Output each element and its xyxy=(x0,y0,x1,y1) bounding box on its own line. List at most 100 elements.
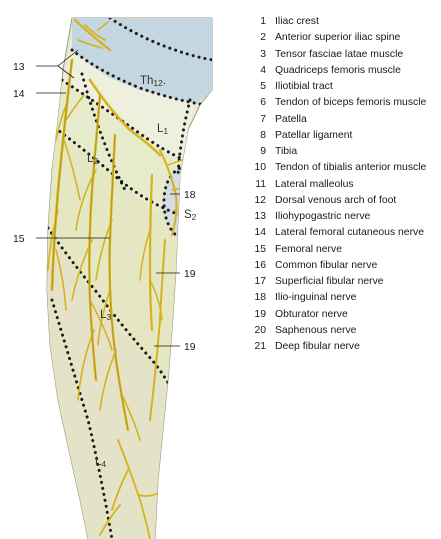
legend-item: 21 Deep fibular nerve xyxy=(247,339,437,355)
legend-text: Obturator nerve xyxy=(275,308,348,320)
nerve-lower-branches xyxy=(99,439,161,539)
legend-text: Superficial fibular nerve xyxy=(275,276,384,287)
boundary-medial xyxy=(176,98,192,177)
legend-text: Saphenous nerve xyxy=(275,324,357,336)
boundary-s2 xyxy=(162,164,187,242)
legend-item: 5 Iliotibial tract xyxy=(247,79,437,95)
legend-text: Ilio-inguinal nerve xyxy=(275,292,357,304)
legend-number: 20 xyxy=(254,324,266,336)
legend-item: 12 Dorsal venous arch of foot xyxy=(247,193,437,209)
legend-number: 8 xyxy=(260,129,266,141)
pointer-13-line-b xyxy=(57,65,75,79)
nerve-obturator-branches xyxy=(139,229,163,321)
legend-text: Iliotibial tract xyxy=(275,81,333,92)
legend-item: 9 Tibia xyxy=(247,144,437,160)
legend-text: Tendon of biceps femoris muscle xyxy=(275,97,427,109)
pointer-lines xyxy=(36,49,180,347)
nerve-obturator xyxy=(148,173,154,332)
nerve-iliohypogastric xyxy=(73,18,112,52)
legend-text: Tensor fasciae latae muscle xyxy=(275,48,404,60)
dermatome-s2-label: S2 xyxy=(184,209,197,222)
legend-item: 1 Iliac crest xyxy=(247,14,437,30)
legend-item: 13 Iliohypogastric nerve xyxy=(247,209,437,225)
legend-number: 7 xyxy=(260,113,266,125)
legend-item: 18 Ilio-inguinal nerve xyxy=(247,290,437,306)
legend-item: 2 Anterior superior iliac spine xyxy=(247,30,437,46)
dermatome-l4-label: L4 xyxy=(95,456,106,469)
boundary-vertical-left xyxy=(80,72,127,192)
legend-number: 14 xyxy=(254,227,266,239)
legend-number: 16 xyxy=(254,259,266,271)
dermatome-l3-zone xyxy=(48,130,180,380)
legend-number: 13 xyxy=(254,211,266,222)
nerve-outline-intermediate xyxy=(109,134,129,431)
pointer-13-label: 13 xyxy=(13,62,25,73)
legend-text: Iliac crest xyxy=(275,16,319,27)
dermatome-th12-zone xyxy=(72,18,212,104)
legend-item: 6 Tendon of biceps femoris muscle xyxy=(247,95,437,111)
nerve-femoral-branches xyxy=(71,169,113,401)
dermatome-l4-zone xyxy=(47,230,168,539)
pointer-19b-label: 19 xyxy=(184,342,196,353)
boundary-l3-l4 xyxy=(47,226,174,392)
legend-item: 11 Lateral malleolus xyxy=(247,177,437,193)
dermatome-boundaries xyxy=(47,18,212,539)
legend-text: Tibia xyxy=(275,146,298,157)
legend-text: Common fibular nerve xyxy=(275,259,378,271)
legend-text: Dorsal venous arch of foot xyxy=(275,194,397,206)
legend-item: 14 Lateral femoral cutaneous nerve xyxy=(247,225,437,241)
legend-text: Deep fibular nerve xyxy=(275,341,360,352)
legend-number: 12 xyxy=(254,194,266,206)
dermatome-th12-label: Th12. xyxy=(140,75,166,88)
pointer-19a-label: 19 xyxy=(184,269,196,280)
legend-number: 2 xyxy=(260,32,266,44)
boundary-th12-l1 xyxy=(70,48,202,106)
legend-text: Tendon of tibialis anterior muscle xyxy=(275,162,427,174)
legend-item: 20 Saphenous nerve xyxy=(247,323,437,339)
dermatome-l2-label: L2 xyxy=(87,153,98,166)
legend-number: 21 xyxy=(254,341,266,352)
legend-number: 9 xyxy=(260,146,266,157)
legend-text: Patellar ligament xyxy=(275,129,353,141)
legend-text: Lateral femoral cutaneous nerve xyxy=(275,227,425,239)
boundary-th12-top xyxy=(108,18,212,62)
nerve-lfc-branches xyxy=(47,94,85,311)
nerve-saphenous xyxy=(149,239,166,421)
boundary-l1-l2 xyxy=(60,78,187,162)
nerve-outline-lfc xyxy=(51,59,73,291)
legend-number: 19 xyxy=(254,308,266,320)
pointer-18-label: 18 xyxy=(184,190,196,201)
legend-number: 4 xyxy=(260,64,266,76)
legend-text: Patella xyxy=(275,113,307,125)
dermatome-l1-label: L1 xyxy=(157,123,168,136)
legend-number: 5 xyxy=(260,81,266,92)
legend-item: 7 Patella xyxy=(247,112,437,128)
legend-text: Iliohypogastric nerve xyxy=(275,211,371,222)
nerve-iliohypogastric-branch xyxy=(77,21,109,49)
nerve-intermediate-branches xyxy=(95,219,141,441)
legend-number: 1 xyxy=(260,16,266,27)
legend-text: Quadriceps femoris muscle xyxy=(275,64,401,76)
nerve-ilio-inguinal xyxy=(159,149,178,236)
nerve-outline-femoral xyxy=(89,94,101,381)
legend-number: 15 xyxy=(254,243,266,255)
legend-number: 11 xyxy=(255,178,266,190)
dermatome-l1-zone xyxy=(62,50,196,160)
legend-text: Femoral nerve xyxy=(275,243,342,255)
dermatome-l3-label: L3 xyxy=(100,309,111,322)
pointer-13-line-a xyxy=(57,49,79,67)
pointer-15-label: 15 xyxy=(13,234,25,245)
legend-number: 17 xyxy=(254,276,266,287)
legend-item: 8 Patellar ligament xyxy=(247,128,437,144)
legend-item: 4 Quadriceps femoris muscle xyxy=(247,63,437,79)
legend-text: Lateral malleolus xyxy=(275,178,354,190)
legend-number: 6 xyxy=(260,97,266,109)
legend-item: 16 Common fibular nerve xyxy=(247,258,437,274)
legend-list: 1 Iliac crest 2 Anterior superior iliac spi… xyxy=(247,14,437,355)
legend-number: 10 xyxy=(254,162,266,174)
legend-number: 18 xyxy=(254,292,266,304)
pointer-14-label: 14 xyxy=(13,89,25,100)
legend-text: Anterior superior iliac spine xyxy=(275,32,401,44)
